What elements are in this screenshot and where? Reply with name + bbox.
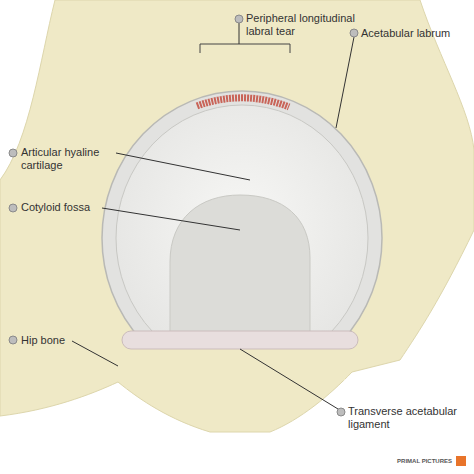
hip-bone-shape — [0, 0, 474, 432]
leader-line — [116, 153, 250, 180]
label-dot — [337, 408, 345, 416]
fossa-shape — [170, 195, 310, 345]
label-dot — [235, 15, 243, 23]
part-label: Hip bone — [21, 334, 81, 347]
leader-line — [239, 23, 240, 44]
leader-line — [336, 37, 354, 128]
leader-line — [72, 341, 118, 366]
logo-mark — [456, 456, 466, 466]
labral-tear — [197, 98, 289, 107]
ligament-band — [122, 331, 358, 349]
part-label: Peripheral longitudinal labral tear — [246, 12, 368, 38]
part-label: Transverse acetabular ligament — [348, 405, 466, 431]
label-dot — [9, 149, 17, 157]
leader-line — [102, 208, 240, 230]
label-dot — [9, 336, 17, 344]
leader-line — [240, 349, 338, 409]
watermark: PRIMAL PICTURES — [397, 458, 452, 465]
label-dot — [9, 204, 17, 212]
part-label: Cotyloid fossa — [21, 201, 111, 214]
bracket — [200, 44, 290, 53]
part-label: Acetabular labrum — [361, 27, 471, 40]
part-label: Articular hyaline cartilage — [21, 146, 116, 172]
labrum-ring — [102, 91, 382, 342]
label-dot — [350, 29, 358, 37]
cartilage-surface — [116, 105, 368, 342]
